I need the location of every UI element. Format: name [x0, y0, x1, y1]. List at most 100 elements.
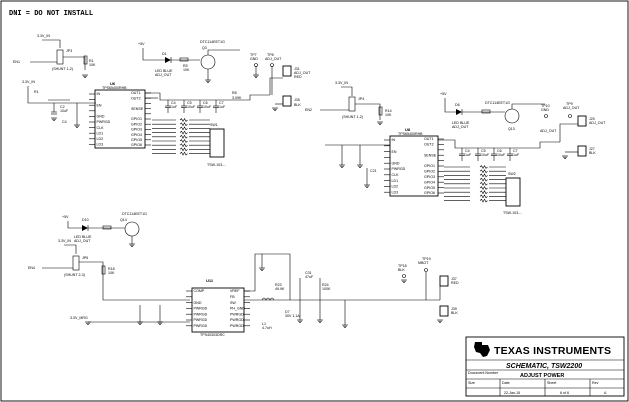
block-a-jack2-name: J35 — [294, 98, 300, 102]
field-rev: Rev — [592, 381, 599, 385]
block-a-r5-name: R5 — [183, 64, 188, 68]
wire-a10 — [142, 48, 165, 61]
wire-b3 — [355, 103, 381, 120]
block-c-ic-name: U11 — [206, 278, 214, 283]
block-b-switch-name: SW2 — [508, 172, 516, 176]
block-c-led-name: D10 — [82, 218, 89, 222]
block-a-pwr-label: 3.3V_IN — [37, 34, 50, 38]
block-a-tp2-label: ADJ_OUT — [265, 57, 282, 61]
bus-resistor — [479, 173, 488, 178]
block-a-vin: 3.3V_IN — [22, 80, 35, 84]
block-b-cap: C21 — [370, 169, 377, 173]
block-c-led-label: LED BLUE — [74, 235, 92, 239]
block-a-q-part: DTC114EET1G — [200, 40, 225, 44]
bus-resistor — [479, 169, 488, 174]
block-a-tp1-label: GND — [250, 57, 258, 61]
block-a-c2: C4 — [62, 120, 67, 124]
bus-resistor — [479, 194, 488, 199]
block-b-jumper — [348, 96, 356, 112]
block-c-r18-value: 10K — [108, 271, 115, 275]
block-b-tp2-dot — [568, 114, 572, 118]
block-b-jack2-label: BLK — [589, 151, 596, 155]
block-c-tp2-label: MBOT — [418, 261, 429, 265]
pin-label: PWRGD — [230, 312, 244, 316]
block-b-q-name: Q13 — [508, 127, 515, 131]
pin-label: OUT1 — [424, 137, 434, 141]
bus-resistor — [179, 147, 188, 152]
block-b-tp2-label: ADJ_OUT — [563, 106, 580, 110]
block-c-vin: +5V — [62, 215, 69, 219]
bus-resistor — [479, 177, 488, 182]
company-name: TEXAS INSTRUMENTS — [494, 345, 611, 357]
pin-label: LD3 — [97, 143, 104, 147]
bus-resistor — [479, 190, 488, 195]
block-b-r14-value: 10K — [385, 113, 392, 117]
block-a-en-label: EN1 — [13, 60, 20, 64]
date-value: 22-Jan-15 — [504, 391, 520, 395]
block-c-jack1 — [439, 275, 449, 287]
pin-label: SENSE — [424, 153, 437, 157]
block-c-diode: D7 — [285, 310, 290, 314]
block-b-gpio-bus — [444, 164, 506, 203]
pin-label: EN — [392, 150, 397, 154]
ground-symbols — [51, 74, 568, 328]
block-c-rfb2: R24 — [322, 283, 329, 287]
block-b-led-name: D6 — [455, 103, 460, 107]
wire-b9 — [444, 98, 456, 113]
wire-c6 — [79, 261, 190, 301]
block-c: +5V D10 LED BLUE ADJ_OUT DTC114EET1G Q14… — [28, 212, 459, 337]
block-b-jack2-name: J27 — [589, 147, 595, 151]
block-c-jumper-label: (SHUNT 2-3) — [64, 273, 85, 277]
pin-label: IN — [392, 138, 396, 142]
pin-label: PWRGD — [230, 318, 244, 322]
wire-b12 — [559, 123, 578, 142]
block-a-cin: C2 — [60, 105, 65, 109]
block-b-ic-part: TPS65400RHB — [398, 132, 423, 136]
pin-label: OUT2 — [131, 96, 141, 100]
pin-label: PWRGD — [230, 324, 244, 328]
cap-value: 10uF — [497, 153, 506, 157]
block-b-ic-right-pins: OUT1OUT2SENSEGPIO1GPIO2GPIO3GPIO4GPIO5GP… — [424, 137, 444, 195]
pin-label: GPIO2 — [131, 122, 142, 126]
block-c-tp1: TP18 — [398, 264, 407, 268]
block-a-jumper — [56, 49, 64, 65]
block-c-rfb2-value: 100K — [322, 287, 331, 291]
block-a-switch — [209, 128, 225, 158]
block-c-inductor-value: 4.7uH — [262, 326, 272, 330]
block-b: 3.3V_IN JP4 (SHUNT 1-2) EN2 R14 10K C21 … — [305, 81, 606, 215]
block-a-led-name: D1 — [162, 52, 167, 56]
block-c-tp2: TP19 — [422, 257, 431, 261]
wire-b8 — [438, 139, 560, 149]
pin-label: GPIO4 — [424, 180, 435, 184]
pin-label: LD3 — [392, 190, 399, 194]
block-b-resistor — [481, 109, 491, 114]
sheet-value: 6 of 6 — [560, 391, 569, 395]
bus-resistor — [179, 138, 188, 144]
bus-resistor — [179, 134, 188, 139]
pin-label: FB — [230, 295, 235, 299]
pin-label: IN — [97, 92, 101, 96]
block-a-led — [165, 57, 171, 63]
block-c-jack1-name: J37 — [451, 277, 457, 281]
cap-value: 1uF — [465, 153, 472, 157]
pin-label: PWRGD — [194, 307, 208, 311]
pin-label: EN — [97, 103, 102, 107]
block-c-jack1-label: RED — [451, 281, 459, 285]
wire-a3 — [63, 56, 86, 70]
block-b-tp1-label: GND — [541, 108, 549, 112]
pin-label: GND — [392, 161, 400, 165]
block-a-r5 — [179, 57, 189, 62]
wire-b11 — [511, 103, 545, 109]
block-a-jack1 — [282, 65, 292, 77]
block-a-jack1-label: ADJ_OUT — [294, 71, 311, 75]
block-b-q-part: DTC114EET1G — [485, 101, 510, 105]
block-c-tp2-dot — [424, 268, 428, 272]
wire-a12 — [207, 49, 240, 55]
block-c-ic — [191, 287, 245, 333]
block-b-adj-net: ADJ_OUT — [540, 129, 557, 133]
